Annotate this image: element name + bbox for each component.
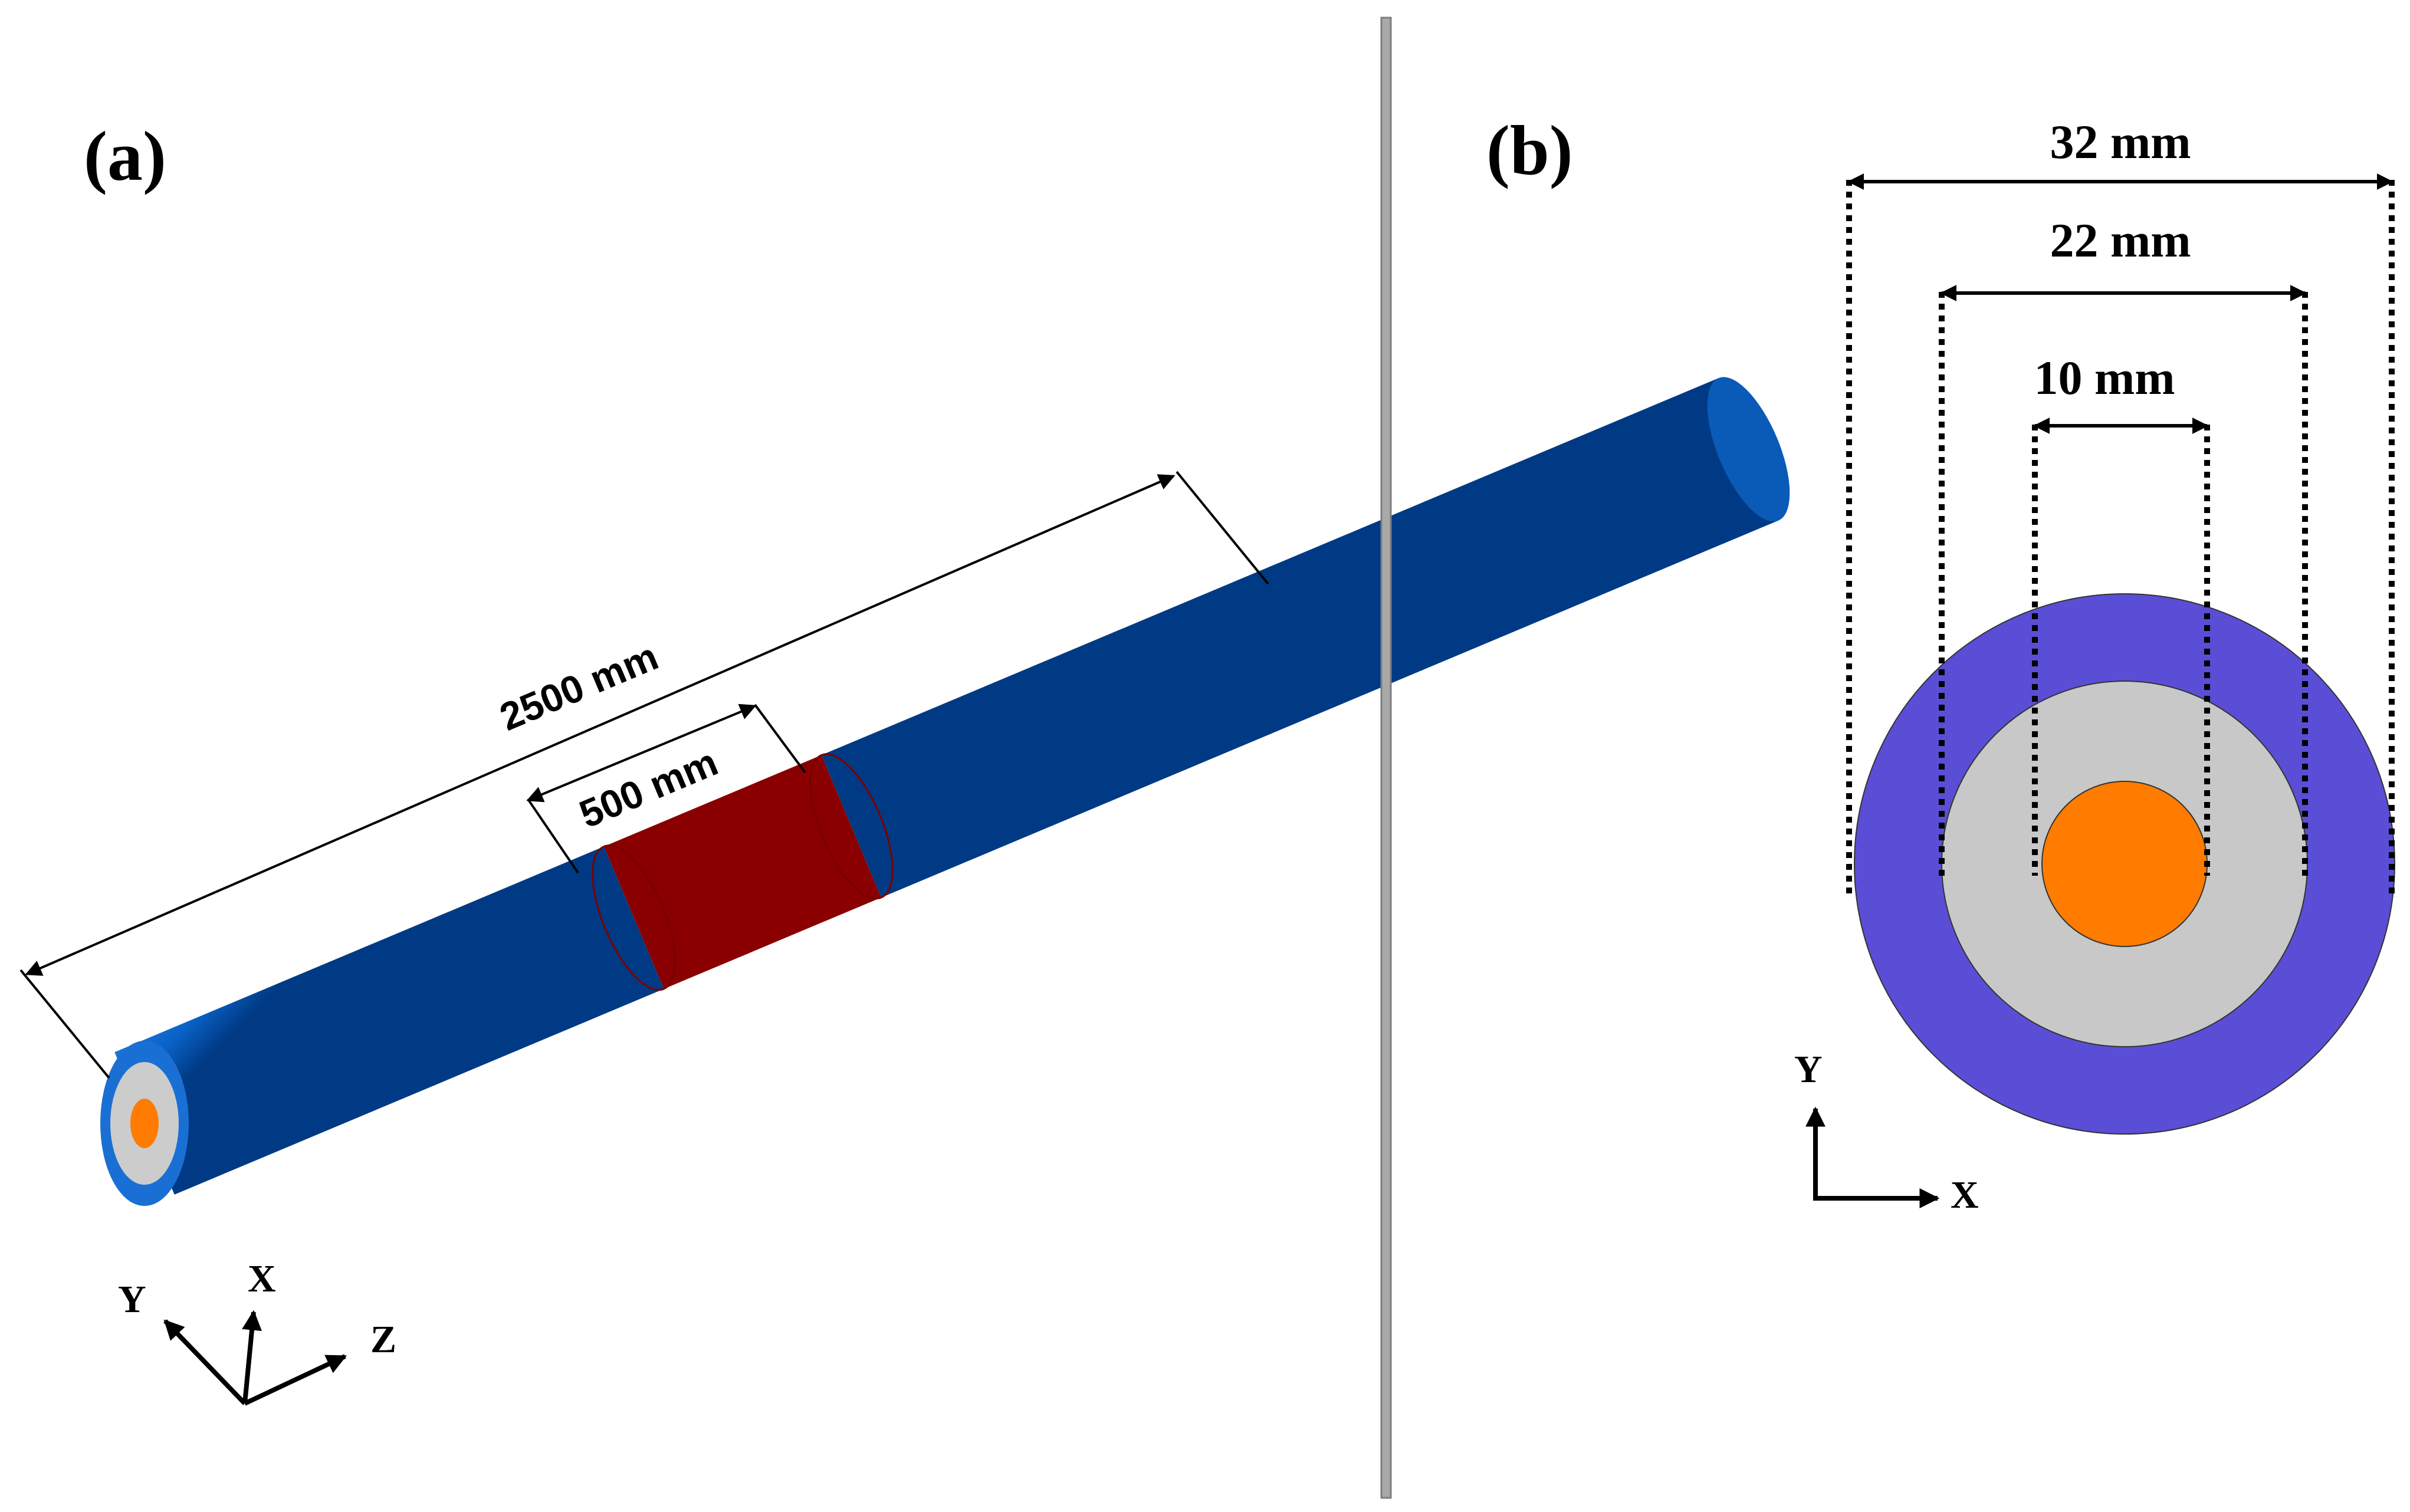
axis-y-label-2d: Y (1794, 1048, 1823, 1091)
tube-body-right (821, 378, 1779, 898)
core-circle (2041, 781, 2208, 947)
dimension-22-label: 22 mm (2050, 213, 2191, 267)
panel-a: (a) 2500 mm 500 mm (19, 117, 1790, 1406)
dimension-500 (526, 704, 806, 874)
panel-b: (b) 32 mm 22 mm 10 mm Y X (1486, 111, 2395, 1217)
axis-x-label-3d: X (248, 1257, 276, 1300)
tube-body-left (114, 846, 664, 1195)
panel-a-label: (a) (84, 117, 166, 195)
axis-y-label-3d: Y (118, 1278, 146, 1321)
axis-x-label-2d: X (1951, 1174, 1979, 1217)
extension-lines (1846, 180, 2395, 893)
dimension-arrows-2d (1847, 173, 2393, 434)
tube-near-end-face (100, 1041, 189, 1206)
dimension-32-label: 32 mm (2050, 115, 2191, 169)
axis-z-label-3d: Z (370, 1318, 396, 1361)
dimension-10-label: 10 mm (2034, 351, 2175, 405)
tube-3d (114, 377, 1790, 1195)
panel-divider (1380, 17, 1392, 1499)
panel-b-label: (b) (1486, 111, 1573, 189)
axes-2d (1805, 1106, 1940, 1208)
axes-3d (163, 1310, 347, 1406)
dimension-2500-label: 2500 mm (494, 634, 664, 739)
tube-far-end (1707, 377, 1790, 522)
